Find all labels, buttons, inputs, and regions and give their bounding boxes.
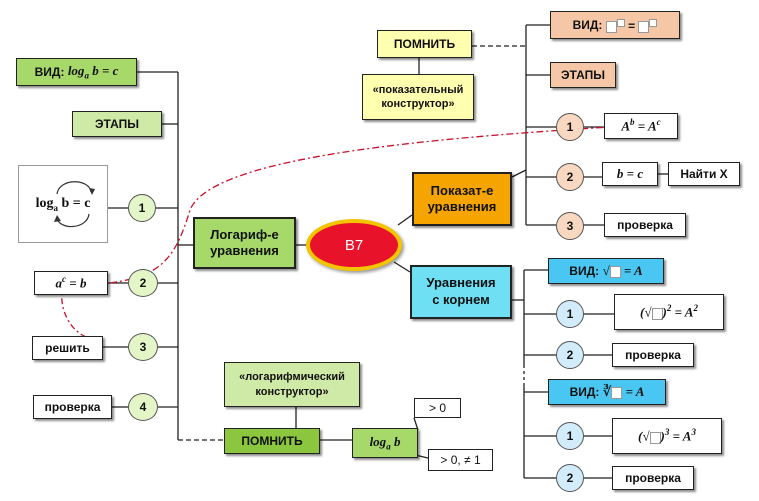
root2-step-2-box: проверка xyxy=(612,466,694,490)
log-pomnit-box: ПОМНИТЬ xyxy=(224,428,320,454)
log-vid-formula: loga b = c xyxy=(67,63,119,81)
exp-constructor-box: «показательный конструктор» xyxy=(362,74,474,120)
log-cycle-formula: loga b = c xyxy=(35,195,91,213)
exp-step-2-circle: 2 xyxy=(556,163,584,191)
exp-step-2-formula: b = c xyxy=(616,166,644,181)
cond-positive-box: > 0 xyxy=(414,398,461,418)
root2-step-1-circle: 1 xyxy=(556,422,584,450)
root1-step-1-box: (√)2 = A2 xyxy=(614,294,724,330)
root1-step-1-formula: (√)2 = A2 xyxy=(640,303,698,320)
exp-step-1-circle: 1 xyxy=(556,113,584,141)
exp-etapy-label: ЭТАПЫ xyxy=(561,68,605,82)
cond-positive-label: > 0 xyxy=(428,401,446,415)
root1-step-2-label: проверка xyxy=(625,348,681,362)
log-cycle-picture: loga b = c xyxy=(18,165,108,243)
root-vid2-box: ВИД: ∛ = A xyxy=(548,379,666,405)
cond-base-box: > 0, ≠ 1 xyxy=(428,449,493,471)
log-step-3-box: решить xyxy=(32,336,103,360)
exp-vid-box: ВИД: = xyxy=(550,11,680,39)
root1-step-2-box: проверка xyxy=(612,343,694,367)
root2-step-2-label: проверка xyxy=(625,471,681,485)
cond-base-label: > 0, ≠ 1 xyxy=(440,453,481,467)
exp-step-3-circle: 3 xyxy=(556,212,584,240)
log-pomnit-label: ПОМНИТЬ xyxy=(241,434,303,448)
exp-equations-title: Показат-е уравнения xyxy=(412,172,512,226)
root2-step-1-formula: (√)3 = A3 xyxy=(638,427,696,444)
root-equations-title: Уравнения с корнем xyxy=(410,265,512,319)
log-vid-box: ВИД: loga b = c xyxy=(16,58,137,86)
exp-etapy-box: ЭТАПЫ xyxy=(550,62,616,88)
root2-step-1-box: (√)3 = A3 xyxy=(612,418,722,454)
root-vid1-box: ВИД: √ = A xyxy=(548,258,664,284)
log-constructor-label: «логарифмический конструктор» xyxy=(239,371,345,398)
exp-step-1-box: Ab = Ac xyxy=(604,113,678,139)
log-etapy-box: ЭТАПЫ xyxy=(72,111,162,137)
exp-pomnit-label: ПОМНИТЬ xyxy=(393,37,456,51)
log-vid-label: ВИД: xyxy=(34,65,65,79)
log-step-4-label: проверка xyxy=(44,400,101,414)
root1-step-1-circle: 1 xyxy=(556,300,584,328)
exp-constructor-label: «показательный конструктор» xyxy=(372,83,464,110)
log-step-2-circle: 2 xyxy=(128,269,158,297)
log-step-3-label: решить xyxy=(45,341,90,355)
exp-step-2-box: b = c xyxy=(602,162,658,186)
center-label: В7 xyxy=(344,236,364,254)
root-vid2-label: ВИД: xyxy=(569,385,600,399)
root-vid1-label: ВИД: xyxy=(569,264,600,278)
log-equations-title: Логариф-е уравнения xyxy=(193,217,296,269)
exp-equations-title-label: Показат-е уравнения xyxy=(427,182,497,214)
root-vid2-formula: ∛ = A xyxy=(602,384,645,400)
log-step-2-box: ac = b xyxy=(34,271,108,295)
log-base-box: loga b xyxy=(352,428,418,458)
log-base-formula: loga b xyxy=(369,434,401,452)
exp-pomnit-box: ПОМНИТЬ xyxy=(377,30,472,58)
exp-step-3-box: проверка xyxy=(604,213,686,237)
log-equations-title-label: Логариф-е уравнения xyxy=(210,226,279,258)
exp-step-3-label: проверка xyxy=(617,218,673,232)
log-step-2-formula: ac = b xyxy=(55,274,87,291)
root1-step-2-circle: 2 xyxy=(556,341,584,369)
log-step-1-circle: 1 xyxy=(128,194,156,222)
log-constructor-box: «логарифмический конструктор» xyxy=(224,362,360,407)
log-step-3-circle: 3 xyxy=(128,333,158,361)
exp-vid-label: ВИД: xyxy=(572,18,603,32)
center-node: В7 xyxy=(306,219,402,271)
root-vid1-formula: √ = A xyxy=(602,263,643,279)
log-step-4-circle: 4 xyxy=(128,393,158,421)
exp-step-1-formula: Ab = Ac xyxy=(621,117,661,134)
log-step-4-box: проверка xyxy=(33,395,112,419)
exp-vid-formula: = xyxy=(605,17,658,33)
log-etapy-label: ЭТАПЫ xyxy=(95,117,139,131)
root2-step-2-circle: 2 xyxy=(556,464,584,492)
exp-find-x-label: Найти Х xyxy=(680,167,728,181)
root-equations-title-label: Уравнения с корнем xyxy=(426,275,496,307)
exp-find-x-box: Найти Х xyxy=(668,162,740,186)
cycle-arrows-icon xyxy=(54,181,95,228)
